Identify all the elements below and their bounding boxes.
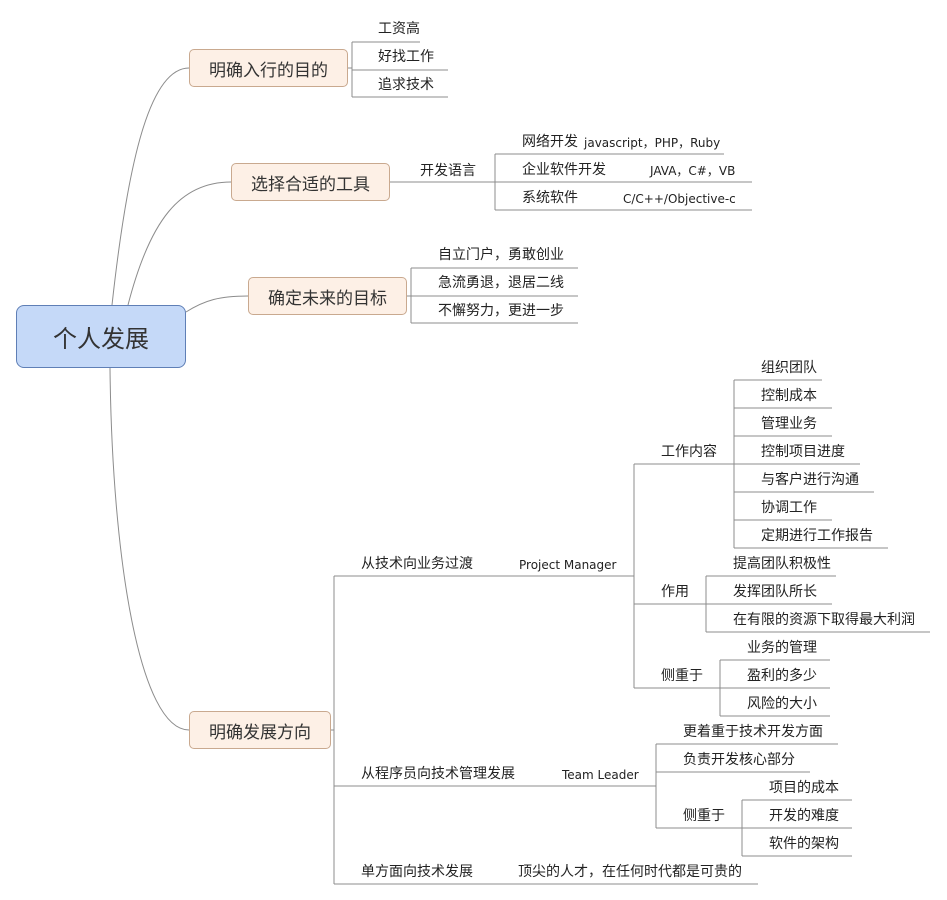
branch-purpose[interactable]: 明确入行的目的 xyxy=(189,49,348,87)
tl-focus[interactable]: 侧重于 xyxy=(683,808,725,824)
tools-dev-language[interactable]: 开发语言 xyxy=(420,163,476,179)
pm-effect-item[interactable]: 提高团队积极性 xyxy=(733,556,831,572)
goal-item[interactable]: 不懈努力，更进一步 xyxy=(438,303,564,319)
pm-work-item[interactable]: 协调工作 xyxy=(761,500,817,516)
pm-work-item[interactable]: 控制成本 xyxy=(761,388,817,404)
pm-work-item[interactable]: 与客户进行沟通 xyxy=(761,472,859,488)
tl-path[interactable]: 从程序员向技术管理发展 xyxy=(361,766,515,782)
tools-item-label[interactable]: 系统软件 xyxy=(522,190,578,206)
connector-line xyxy=(109,367,190,731)
pm-focus-item[interactable]: 风险的大小 xyxy=(747,696,817,712)
tl-role[interactable]: Team Leader xyxy=(562,768,639,782)
tools-item-value: C/C++/Objective-c xyxy=(623,192,736,206)
pm-effect-item[interactable]: 在有限的资源下取得最大利润 xyxy=(733,612,915,628)
pm-work-item[interactable]: 组织团队 xyxy=(761,360,817,376)
tl-item[interactable]: 负责开发核心部分 xyxy=(683,752,795,768)
branch-tools[interactable]: 选择合适的工具 xyxy=(231,163,390,201)
pm-role[interactable]: Project Manager xyxy=(519,558,617,572)
branch-goal[interactable]: 确定未来的目标 xyxy=(248,277,407,315)
purpose-item[interactable]: 工资高 xyxy=(378,21,420,37)
pm-effect-item[interactable]: 发挥团队所长 xyxy=(733,584,817,600)
pm-work-item[interactable]: 管理业务 xyxy=(761,416,817,432)
pm-focus[interactable]: 侧重于 xyxy=(661,668,703,684)
single-value[interactable]: 顶尖的人才，在任何时代都是可贵的 xyxy=(518,864,742,880)
tl-focus-item[interactable]: 项目的成本 xyxy=(769,780,839,796)
purpose-item[interactable]: 追求技术 xyxy=(378,77,434,93)
tools-item-value: javascript，PHP，Ruby xyxy=(584,136,721,150)
tools-item-value: JAVA，C#，VB xyxy=(650,164,736,178)
pm-path[interactable]: 从技术向业务过渡 xyxy=(361,556,473,572)
tl-focus-item[interactable]: 软件的架构 xyxy=(769,836,839,852)
pm-work-item[interactable]: 控制项目进度 xyxy=(761,444,845,460)
single-path[interactable]: 单方面向技术发展 xyxy=(361,864,473,880)
tl-focus-item[interactable]: 开发的难度 xyxy=(769,808,839,824)
tl-item[interactable]: 更着重于技术开发方面 xyxy=(683,724,823,740)
goal-item[interactable]: 急流勇退，退居二线 xyxy=(438,275,564,291)
purpose-item[interactable]: 好找工作 xyxy=(378,49,434,65)
connector-line xyxy=(185,295,249,313)
pm-work-item[interactable]: 定期进行工作报告 xyxy=(761,528,873,544)
tools-item-label[interactable]: 企业软件开发 xyxy=(522,162,606,178)
goal-item[interactable]: 自立门户，勇敢创业 xyxy=(438,247,564,263)
connector-line xyxy=(127,181,232,306)
root-node[interactable]: 个人发展 xyxy=(16,305,186,368)
tools-item-label[interactable]: 网络开发 xyxy=(522,134,578,150)
pm-focus-item[interactable]: 盈利的多少 xyxy=(747,668,817,684)
branch-direction[interactable]: 明确发展方向 xyxy=(189,711,331,749)
connector-line xyxy=(111,67,190,306)
pm-focus-item[interactable]: 业务的管理 xyxy=(747,640,817,656)
pm-effect[interactable]: 作用 xyxy=(661,584,689,600)
pm-work[interactable]: 工作内容 xyxy=(661,444,717,460)
